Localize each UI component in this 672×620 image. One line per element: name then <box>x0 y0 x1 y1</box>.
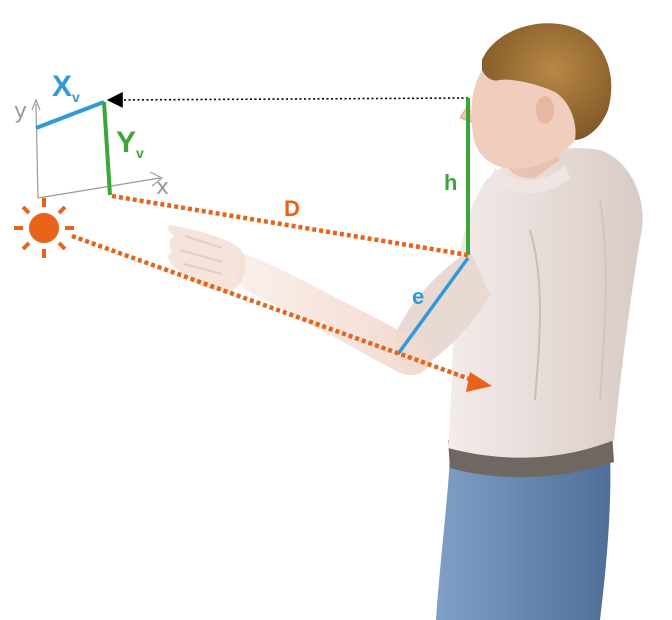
extension-segment <box>396 256 470 356</box>
forearm <box>232 250 431 376</box>
yv-segment <box>102 101 112 196</box>
shirt <box>448 148 643 458</box>
jeans <box>436 452 611 620</box>
hair <box>482 23 612 141</box>
pointing-ray <box>71 233 492 392</box>
collar <box>490 165 570 194</box>
x-axis-line <box>37 177 161 199</box>
yv-label: Yv <box>116 126 144 161</box>
xv-label: Xv <box>52 70 80 105</box>
height-label: h <box>444 170 457 195</box>
upper-arm <box>394 250 490 366</box>
extension-label: e <box>412 284 424 309</box>
distance-label: D <box>284 196 300 221</box>
xv-segment <box>35 100 105 130</box>
axis-y-label: y <box>14 99 27 124</box>
line-of-sight-arrow <box>106 91 469 108</box>
pointing-ray-line <box>71 233 479 385</box>
person-figure <box>167 23 643 620</box>
axis-x-label: x <box>156 175 169 200</box>
pointing-target: Xv Yv <box>35 70 144 196</box>
y-axis-arrowhead <box>31 98 41 111</box>
sun-icon <box>14 198 74 258</box>
pointing-ray-arrowhead <box>466 372 492 392</box>
x-axis-arrowhead <box>149 171 164 187</box>
coordinate-frame: y x <box>14 98 169 200</box>
y-axis-line <box>35 103 39 199</box>
